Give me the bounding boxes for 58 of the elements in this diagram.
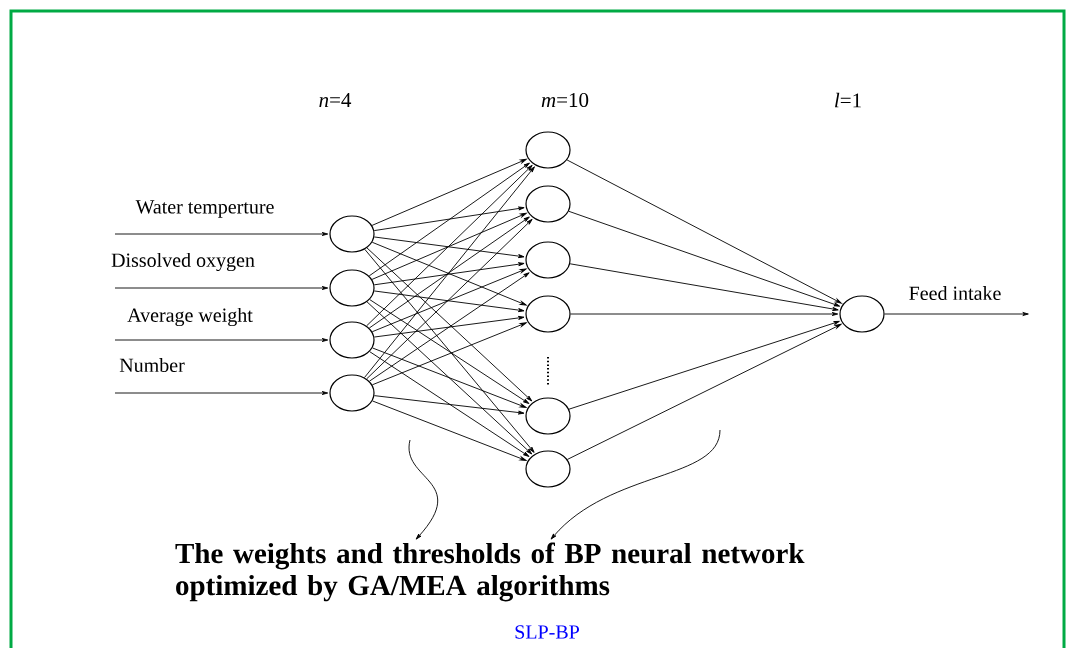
arrow bbox=[408, 439, 439, 540]
neuron-circle bbox=[525, 241, 571, 279]
neuron-circle bbox=[525, 185, 571, 223]
arrow bbox=[369, 351, 530, 457]
arrow bbox=[373, 262, 525, 286]
arrow bbox=[884, 312, 1029, 316]
arrow bbox=[568, 320, 840, 410]
arrow bbox=[114, 391, 329, 395]
arrow bbox=[372, 347, 527, 408]
arrow bbox=[568, 210, 841, 307]
arrow bbox=[366, 218, 533, 380]
edge-label: Average weight bbox=[127, 307, 253, 327]
edge-label: Number bbox=[119, 357, 185, 373]
arrow bbox=[366, 164, 533, 327]
arrow bbox=[364, 248, 535, 453]
arrow bbox=[373, 290, 525, 313]
neuron-circle bbox=[525, 295, 571, 333]
note-text: The weights and thresholds of BP neural network optimized by GA/MEA algorithms bbox=[175, 542, 805, 602]
arrow bbox=[114, 286, 329, 290]
layer-size-label: m=10 bbox=[541, 92, 589, 108]
arrow bbox=[373, 315, 525, 338]
arrow bbox=[371, 241, 527, 306]
caption: SLP-BP bbox=[515, 625, 579, 639]
arrow bbox=[369, 299, 530, 404]
neuron-circle bbox=[525, 450, 571, 488]
edge-label: Water temperture bbox=[135, 200, 274, 218]
neuron-circle bbox=[329, 215, 375, 253]
edge-label: Feed intake bbox=[909, 285, 1001, 301]
arrow bbox=[550, 429, 721, 540]
neuron-circle bbox=[329, 321, 375, 359]
arrow bbox=[368, 162, 530, 277]
neuron-circle bbox=[329, 374, 375, 412]
arrow bbox=[371, 268, 527, 333]
arrow bbox=[371, 322, 527, 386]
layer-size-label: n=4 bbox=[319, 93, 352, 107]
arrow bbox=[373, 206, 525, 232]
arrow bbox=[569, 263, 839, 311]
arrow bbox=[372, 400, 527, 461]
arrow bbox=[373, 236, 525, 259]
arrow bbox=[371, 158, 527, 226]
arrow bbox=[368, 216, 530, 329]
arrow bbox=[366, 247, 533, 402]
arrow bbox=[366, 301, 533, 455]
neuron-circle bbox=[839, 295, 885, 333]
arrow bbox=[373, 395, 525, 415]
neuron-circle bbox=[525, 397, 571, 435]
neuron-circle bbox=[329, 269, 375, 307]
layer-size-label: l=1 bbox=[835, 92, 861, 108]
arrow bbox=[114, 232, 329, 236]
arrow bbox=[369, 272, 530, 382]
arrow bbox=[566, 159, 842, 304]
arrow bbox=[570, 312, 839, 316]
neuron-circle bbox=[525, 131, 571, 169]
arrow bbox=[566, 323, 842, 460]
arrow bbox=[114, 338, 329, 342]
edge-label: Dissolved oxygen bbox=[111, 252, 255, 272]
arrow bbox=[371, 212, 527, 280]
arrow bbox=[364, 166, 535, 378]
